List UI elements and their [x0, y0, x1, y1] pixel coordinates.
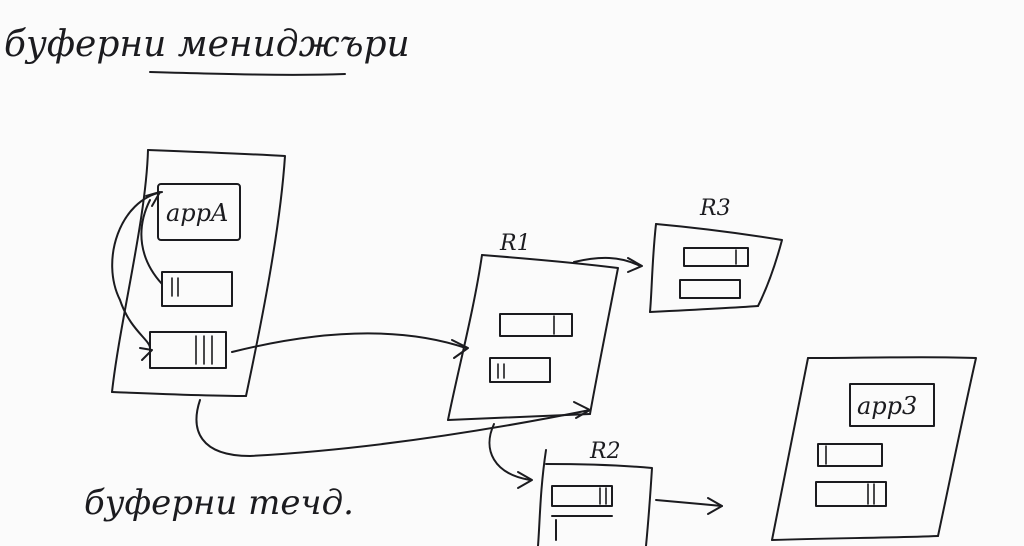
arrow-r2-to-app3-head	[707, 497, 723, 515]
app3-page: app3	[771, 356, 977, 541]
r1-edge-right	[481, 254, 619, 415]
app3-buffer-2	[815, 481, 887, 507]
r1-edge-left	[447, 254, 483, 421]
r3-edge-left	[649, 223, 657, 313]
r1-buffer-2	[489, 357, 551, 383]
r3-edge-right	[655, 223, 783, 307]
left-page-edge-left	[111, 149, 149, 393]
app3-edge-left	[771, 357, 809, 541]
app-a-label: appA	[166, 199, 228, 227]
left-page-edge-bottom	[111, 391, 247, 397]
buffer-small-1	[161, 271, 233, 307]
title-underline	[149, 71, 346, 76]
r3-page: R3	[649, 196, 783, 313]
r2-buffer-1	[551, 485, 613, 507]
app-a-box	[157, 183, 241, 241]
page-title: буферни мениджъри	[4, 24, 410, 65]
app3-edge-right	[807, 356, 977, 537]
r2-label: R2	[589, 439, 621, 464]
buffer-small-2	[149, 331, 227, 369]
arrow-r1-to-r2-head	[517, 471, 533, 489]
r3-buffer-2	[679, 279, 741, 299]
inner-arrow-top-head	[145, 191, 161, 207]
buffer-small-1-marks	[171, 277, 179, 297]
inner-arrow-left-head	[139, 347, 153, 361]
left-page: appA	[111, 149, 286, 397]
arrow-r1-to-r2	[488, 423, 531, 481]
left-page-edge-right	[147, 149, 286, 397]
arrow-left-bottom-long-head	[573, 401, 591, 419]
app3-edge-bottom	[771, 535, 939, 541]
r2-buffer-2	[551, 515, 613, 541]
r2-edge-right	[545, 463, 653, 546]
arrow-left-to-r1	[231, 332, 467, 353]
r1-page: R1	[447, 231, 619, 421]
inner-arrow-mid	[140, 199, 163, 285]
r3-label: R3	[699, 196, 731, 221]
r2-edge-left	[537, 449, 547, 546]
app3-label: app3	[857, 392, 917, 420]
app3-buffer-1	[817, 443, 883, 467]
r3-edge-bottom	[649, 305, 759, 313]
inner-arrow-left	[111, 191, 163, 349]
arrow-r2-to-app3	[655, 499, 723, 507]
r2-buffer-1-mark	[599, 487, 607, 505]
r1-buffer-1	[499, 313, 573, 337]
app3-buffer-2-marks	[867, 483, 875, 505]
app3-box	[849, 383, 935, 427]
arrow-left-to-r1-head	[451, 339, 469, 359]
diagram-caption: буферни течд.	[84, 483, 354, 523]
r1-buffer-2-marks	[497, 363, 505, 379]
r3-buffer-1	[683, 247, 749, 267]
arrow-left-bottom-long	[195, 399, 591, 457]
buffer-small-2-marks	[195, 335, 213, 365]
arrow-r1-to-r3	[573, 256, 641, 267]
arrow-r1-to-r3-head	[627, 257, 643, 273]
r1-label: R1	[499, 231, 531, 256]
r2-page: R2	[537, 439, 653, 546]
r1-edge-bottom	[447, 413, 591, 421]
